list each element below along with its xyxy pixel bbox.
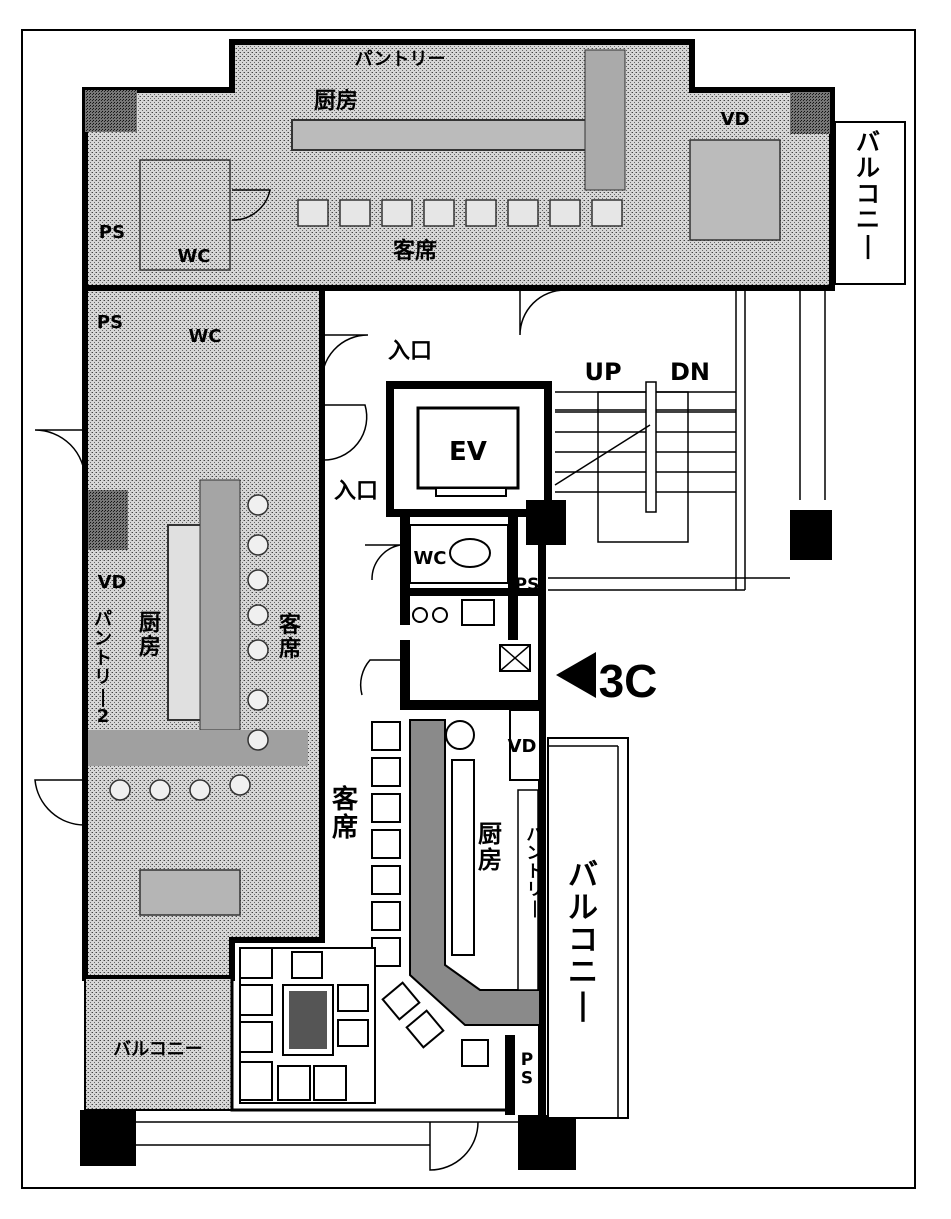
seating-right-block bbox=[689, 139, 781, 241]
column-bottom-left bbox=[80, 1110, 136, 1166]
stool-icon bbox=[445, 720, 475, 750]
svg-text:バルコニ|: バルコニ| bbox=[856, 128, 880, 260]
label-balcony-top-right: バルコニ| bbox=[856, 128, 880, 260]
label-balcony-bottom-left: バルコニー bbox=[113, 1039, 203, 1060]
table-left-bottom bbox=[139, 869, 241, 916]
sink-fixtures bbox=[412, 599, 495, 626]
label-wc-2: WC bbox=[188, 326, 221, 347]
column-top-left bbox=[85, 90, 137, 132]
seat-column-center bbox=[371, 721, 401, 967]
column-left-mid bbox=[88, 490, 128, 550]
booth-table-inner bbox=[289, 991, 327, 1049]
drawing-frame bbox=[21, 29, 916, 1189]
tenant-outline bbox=[230, 286, 736, 1112]
label-vd-right: VD bbox=[508, 736, 537, 757]
svg-text:PS: PS bbox=[521, 1050, 533, 1088]
label-ps-1: PS bbox=[99, 222, 125, 243]
label-ps-2: PS bbox=[97, 312, 123, 333]
label-entrance-1: 入口 bbox=[388, 339, 432, 364]
elevator-door bbox=[435, 487, 507, 497]
svg-text:厨房: 厨房 bbox=[478, 820, 502, 874]
balcony-right bbox=[547, 737, 629, 1119]
svg-text:バルコニ|: バルコニ| bbox=[568, 858, 598, 1023]
label-seats-left: 客席 bbox=[279, 612, 302, 662]
booth-seats bbox=[239, 947, 369, 1101]
duct-cross-2 bbox=[499, 644, 531, 672]
balcony-top-right bbox=[834, 121, 906, 285]
label-pantry2: パントリ|2 bbox=[94, 609, 112, 727]
label-kitchen-top: 厨房 bbox=[314, 88, 358, 114]
vd-box-right bbox=[509, 709, 541, 781]
seat-row-top bbox=[297, 199, 623, 227]
label-vd-left: VD bbox=[98, 572, 127, 593]
label-seats-center: 客席 bbox=[332, 784, 359, 843]
svg-text:パントリ|: パントリ| bbox=[527, 825, 544, 919]
label-balcony-right: バルコニ| bbox=[568, 858, 598, 1023]
label-seats-top: 客席 bbox=[393, 238, 437, 264]
svg-text:客席: 客席 bbox=[279, 612, 302, 662]
label-marker-3c: 3C bbox=[599, 655, 658, 707]
label-ps-3: PS bbox=[515, 575, 540, 595]
seat-circles-left bbox=[109, 494, 269, 801]
wc-left-box bbox=[139, 159, 231, 271]
kitchen-right-counter bbox=[451, 759, 475, 956]
tenant-walls bbox=[400, 500, 566, 1118]
label-elevator: EV bbox=[449, 437, 487, 467]
label-wc-1: WC bbox=[177, 246, 210, 267]
elevator-car bbox=[416, 406, 520, 490]
label-kitchen-left: 厨房 bbox=[139, 611, 161, 660]
toilet-icon bbox=[449, 538, 491, 568]
section-marker-icon bbox=[556, 652, 596, 698]
kitchen-top-counter bbox=[291, 119, 588, 151]
label-down: DN bbox=[670, 358, 710, 386]
column-top-right bbox=[790, 92, 830, 134]
label-vd-top: VD bbox=[721, 109, 750, 130]
left-kitchen-block bbox=[199, 479, 241, 731]
label-up: UP bbox=[584, 358, 621, 386]
pantry-right-strip bbox=[517, 789, 539, 991]
door-swings bbox=[34, 189, 566, 1171]
left-band bbox=[88, 730, 308, 766]
stair-area-lines bbox=[548, 290, 826, 591]
svg-text:パントリ|2: パントリ|2 bbox=[94, 609, 112, 727]
label-wc-3: WC bbox=[413, 548, 446, 569]
pantry-top-block bbox=[584, 49, 626, 191]
diagonal-seats bbox=[381, 981, 489, 1067]
hatched-area-top bbox=[82, 39, 835, 291]
bar-counter bbox=[409, 719, 541, 1026]
label-pantry-top: パントリー bbox=[355, 49, 446, 70]
staircase bbox=[554, 381, 736, 543]
svg-text:厨房: 厨房 bbox=[139, 611, 161, 660]
label-kitchen-right: 厨房 bbox=[478, 820, 502, 874]
label-pantry-right: パントリ| bbox=[527, 825, 544, 919]
column-right-mid bbox=[790, 510, 832, 560]
column-bottom-mid bbox=[518, 1115, 576, 1170]
svg-text:客席: 客席 bbox=[332, 784, 359, 843]
label-entrance-2: 入口 bbox=[334, 479, 378, 504]
